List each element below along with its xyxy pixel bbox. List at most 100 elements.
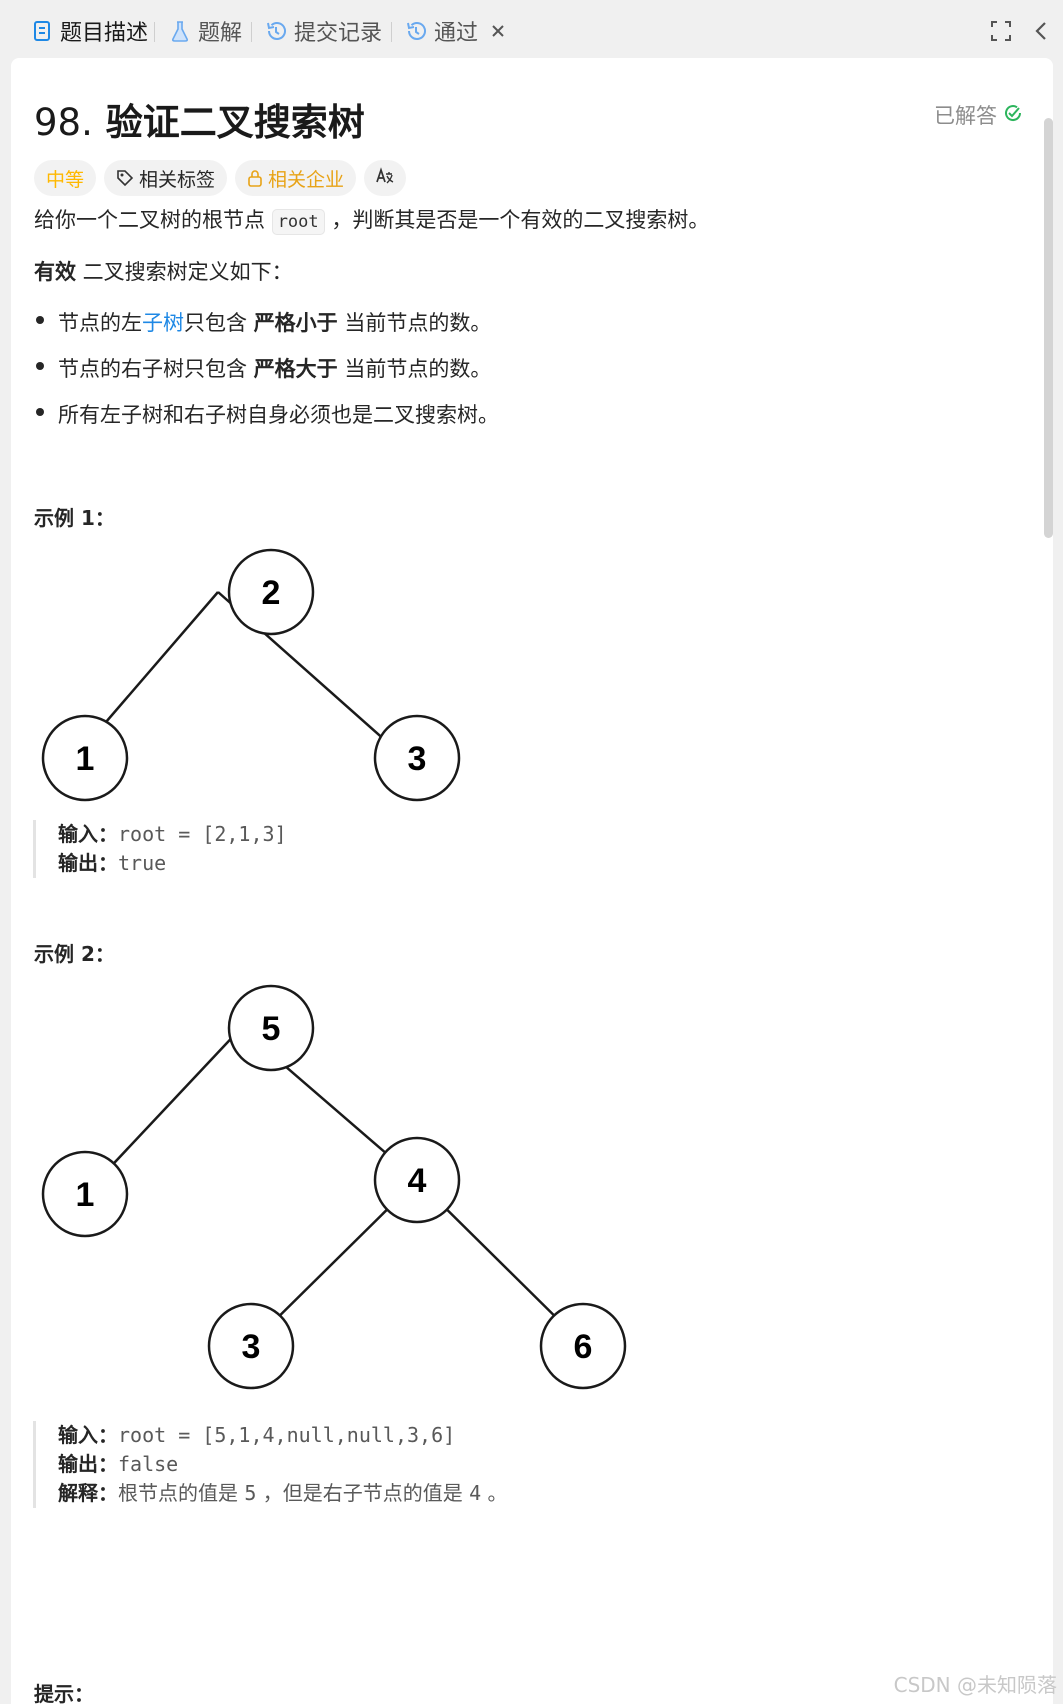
rule-item: 所有左子树和右子树自身必须也是二叉搜索树。 (58, 399, 499, 429)
related-companies-label: 相关企业 (268, 168, 345, 191)
problem-title: 98. 验证二叉搜索树 (34, 92, 365, 146)
intro-text-post: ，判断其是否是一个有效的二叉搜索树。 (331, 208, 710, 232)
rule-text: 节点的右子树只包含 (58, 357, 254, 381)
tab-submissions-label: 提交记录 (294, 21, 383, 46)
tab-solutions-label: 题解 (198, 21, 243, 46)
tab-accepted[interactable]: 通过 (404, 14, 516, 48)
tree-node: 2 (227, 548, 315, 636)
example-2-io: 输入：root = [5,1,4,null,null,3,6] 输出：false… (33, 1421, 508, 1508)
explanation-code: 4 (469, 1481, 482, 1505)
explanation-code: 5 (244, 1481, 257, 1505)
definition-bold: 有效 (34, 260, 76, 284)
solved-status-label: 已解答 (934, 104, 997, 128)
tab-separator (154, 22, 155, 42)
explanation-text: 。 (481, 1481, 508, 1505)
solved-status: 已解答 (934, 100, 1023, 130)
tree-node-value: 1 (76, 740, 95, 778)
subtree-link[interactable]: 子树 (142, 311, 184, 335)
example-1-tree-image: 2 1 3 (41, 548, 461, 802)
flask-icon (168, 19, 192, 43)
tab-separator (391, 22, 392, 42)
tree-node: 3 (207, 1302, 295, 1390)
input-value: root = [2,1,3] (118, 822, 287, 846)
example-2-input: 输入：root = [5,1,4,null,null,3,6] (58, 1421, 508, 1450)
difficulty-badge: 中等 (34, 160, 97, 196)
hints-heading: 提示： (34, 1682, 94, 1704)
tree-node-value: 6 (574, 1328, 593, 1366)
rule-text: 节点的左 (58, 311, 142, 335)
bullet-dot (36, 316, 44, 324)
tab-description[interactable]: 题目描述 (30, 14, 148, 48)
bullet-dot (36, 408, 44, 416)
tree-node: 3 (373, 714, 461, 802)
tree-node: 5 (227, 984, 315, 1072)
check-circle-icon (1003, 103, 1023, 128)
related-tags-label: 相关标签 (139, 168, 216, 191)
problem-intro: 给你一个二叉树的根节点 root ，判断其是否是一个有效的二叉搜索树。 (34, 204, 710, 235)
rule-bold: 严格大于 (253, 357, 338, 381)
problem-panel: 98. 验证二叉搜索树 已解答 中等 相关标签 相关企业 (11, 58, 1053, 1704)
close-icon[interactable] (486, 19, 510, 43)
difficulty-label: 中等 (46, 168, 85, 191)
rule-text: 当前节点的数。 (337, 357, 492, 381)
rule-text: 所有左子树和右子树自身必须也是二叉搜索树。 (58, 403, 499, 427)
tag-icon (116, 169, 134, 187)
tree-node-value: 5 (262, 1010, 281, 1048)
tree-node: 1 (41, 1150, 129, 1238)
input-value: root = [5,1,4,null,null,3,6] (118, 1423, 456, 1447)
tree-node: 4 (373, 1136, 461, 1224)
tab-description-label: 题目描述 (60, 21, 149, 46)
history-icon (404, 19, 428, 43)
rule-text: 当前节点的数。 (337, 311, 492, 335)
tab-solutions[interactable]: 题解 (168, 14, 242, 48)
example-1-heading: 示例 1： (34, 506, 115, 530)
rule-bold: 严格小于 (253, 311, 338, 335)
tab-separator (251, 22, 252, 42)
tree-node-value: 2 (262, 574, 281, 612)
tag-row: 中等 相关标签 相关企业 (34, 160, 407, 196)
bullet-dot (36, 362, 44, 370)
example-2-tree-image: 5 1 4 3 6 (41, 984, 627, 1390)
input-label: 输入： (58, 822, 118, 846)
tree-node: 1 (41, 714, 129, 802)
tree-node-value: 4 (408, 1162, 427, 1200)
output-label: 输出： (58, 1452, 118, 1476)
related-companies-button[interactable]: 相关企业 (235, 160, 357, 196)
related-tags-button[interactable]: 相关标签 (104, 160, 228, 196)
output-value: true (118, 851, 167, 875)
translate-icon (375, 166, 395, 190)
problem-number: 98. (34, 101, 93, 144)
example-1-output: 输出：true (58, 849, 287, 878)
tree-node-value: 3 (242, 1328, 261, 1366)
document-icon (30, 19, 54, 43)
explanation-label: 解释： (58, 1481, 118, 1505)
example-2-explanation: 解释：根节点的值是 5 ，但是右子节点的值是 4 。 (58, 1479, 508, 1508)
inline-code: root (271, 209, 325, 235)
explanation-text: ，但是右子节点的值是 (256, 1481, 470, 1505)
output-value: false (118, 1452, 179, 1476)
scrollbar[interactable] (1044, 118, 1053, 538)
tab-bar: 题目描述 题解 提交记录 通过 (0, 0, 1063, 58)
problem-title-text: 验证二叉搜索树 (105, 101, 365, 144)
watermark: CSDN @未知陨落 (893, 1673, 1057, 1697)
definition-text: 有效 二叉搜索树定义如下： (34, 256, 293, 286)
tab-submissions[interactable]: 提交记录 (264, 14, 382, 48)
lock-icon (247, 169, 263, 187)
explanation-text: 根节点的值是 (118, 1481, 245, 1505)
input-label: 输入： (58, 1423, 118, 1447)
output-label: 输出： (58, 851, 118, 875)
example-2-heading: 示例 2： (34, 942, 115, 966)
example-2-output: 输出：false (58, 1450, 508, 1479)
tree-node: 6 (539, 1302, 627, 1390)
fullscreen-icon[interactable] (990, 20, 1012, 46)
intro-text-pre: 给你一个二叉树的根节点 (34, 208, 265, 232)
tree-node-value: 3 (408, 740, 427, 778)
tree-node-value: 1 (76, 1176, 95, 1214)
definition-rest: 二叉搜索树定义如下： (76, 260, 293, 284)
rule-item: 节点的右子树只包含 严格大于 当前节点的数。 (58, 353, 491, 383)
translate-button[interactable] (364, 160, 407, 196)
tab-accepted-label: 通过 (434, 21, 479, 46)
chevron-left-icon[interactable] (1034, 20, 1048, 46)
rule-item: 节点的左子树只包含 严格小于 当前节点的数。 (58, 307, 491, 337)
history-icon (264, 19, 288, 43)
